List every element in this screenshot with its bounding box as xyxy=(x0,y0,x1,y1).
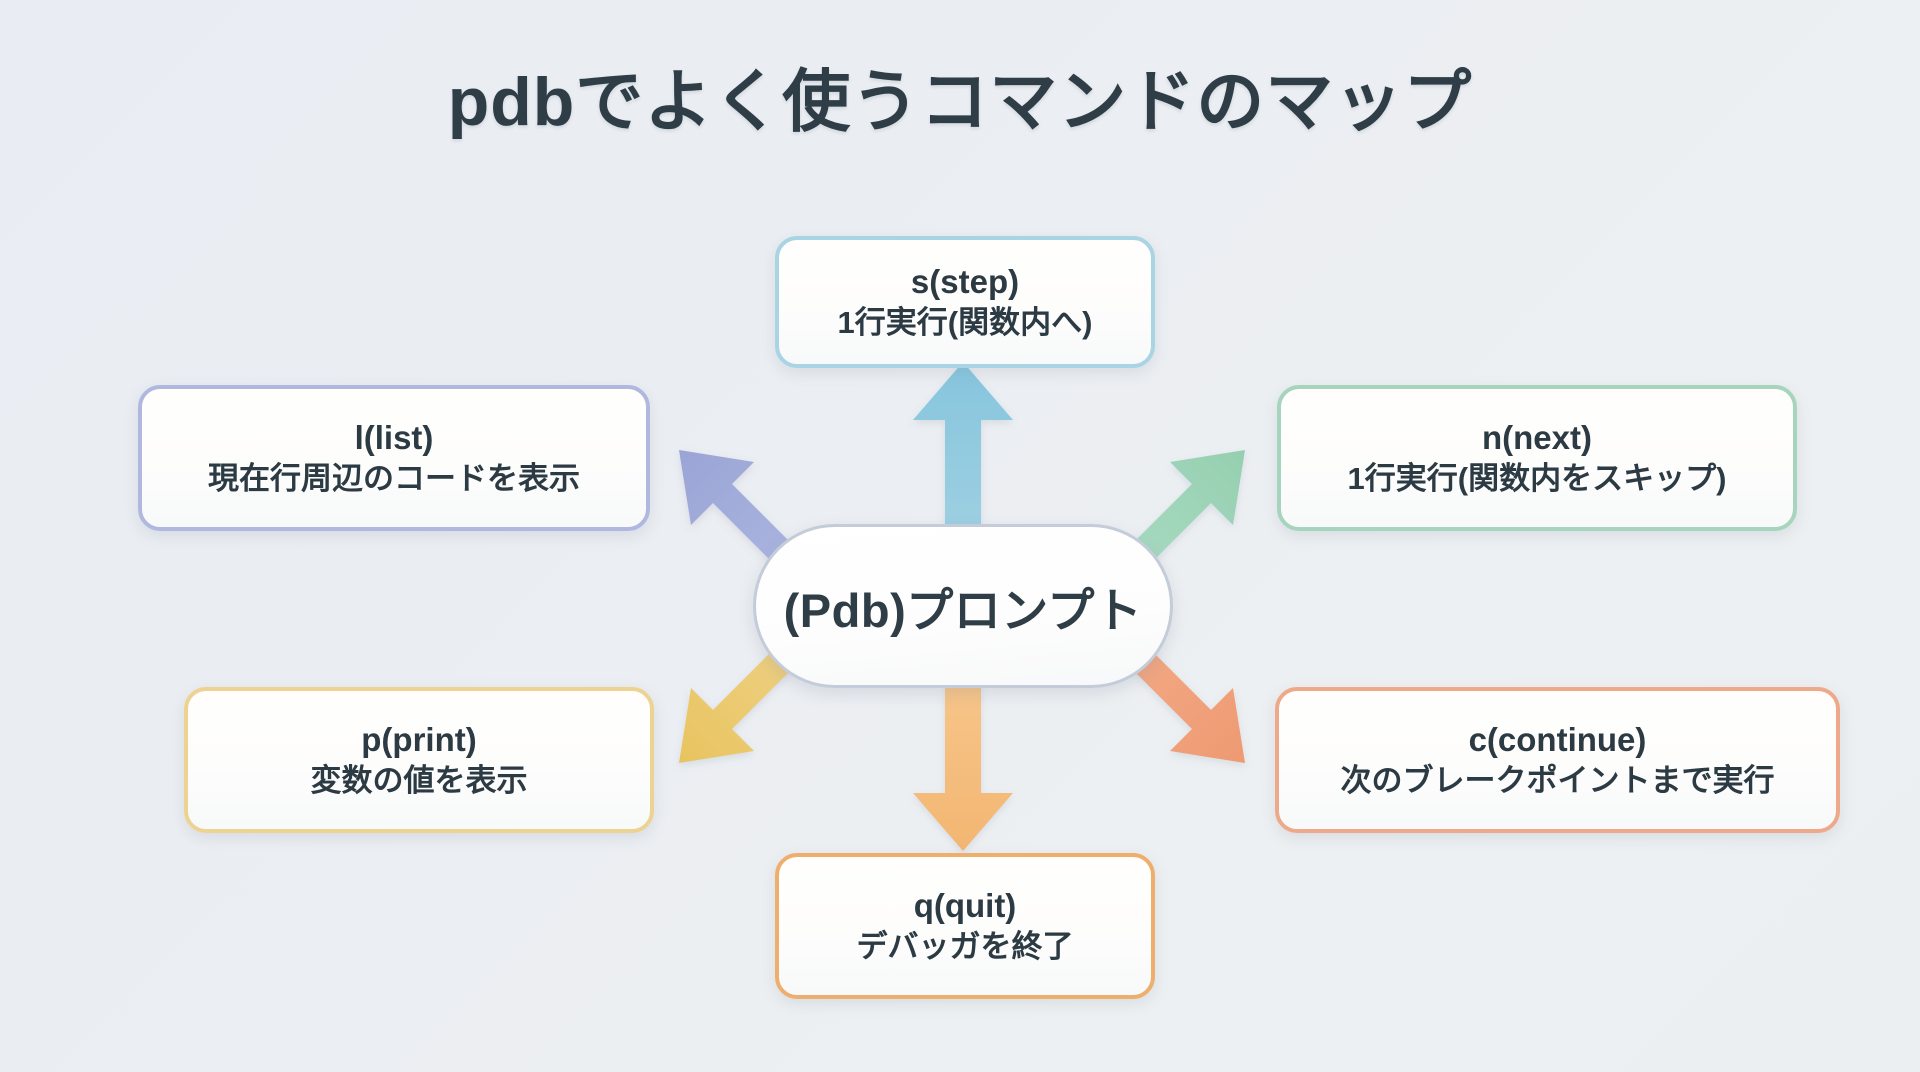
arrow-to-quit xyxy=(913,668,1013,851)
center-node-label: (Pdb)プロンプト xyxy=(783,583,1143,637)
node-continue-title: c(continue) xyxy=(1468,721,1647,758)
page-title: pdbでよく使うコマンドのマップ xyxy=(447,64,1473,140)
node-print-desc: 変数の値を表示 xyxy=(310,763,528,799)
node-list-title: l(list) xyxy=(354,419,434,456)
arrow-to-step xyxy=(913,362,1013,545)
node-next-desc: 1行実行(関数内をスキップ) xyxy=(1347,461,1727,497)
node-next[interactable]: n(next) 1行実行(関数内をスキップ) xyxy=(1277,385,1797,531)
node-step-desc: 1行実行(関数内へ) xyxy=(837,305,1093,341)
node-step-title: s(step) xyxy=(910,263,1020,300)
node-quit[interactable]: q(quit) デバッガを終了 xyxy=(775,853,1155,999)
center-node-pdb-prompt[interactable]: (Pdb)プロンプト xyxy=(753,524,1173,688)
node-quit-desc: デバッガを終了 xyxy=(856,929,1074,965)
node-print-title: p(print) xyxy=(361,721,477,758)
node-next-title: n(next) xyxy=(1482,419,1592,456)
node-list[interactable]: l(list) 現在行周辺のコードを表示 xyxy=(138,385,650,531)
node-continue[interactable]: c(continue) 次のブレークポイントまで実行 xyxy=(1275,687,1840,833)
node-quit-title: q(quit) xyxy=(913,887,1017,924)
node-print[interactable]: p(print) 変数の値を表示 xyxy=(184,687,654,833)
node-continue-desc: 次のブレークポイントまで実行 xyxy=(1340,763,1775,799)
node-step[interactable]: s(step) 1行実行(関数内へ) xyxy=(775,236,1155,368)
node-list-desc: 現在行周辺のコードを表示 xyxy=(208,461,580,497)
